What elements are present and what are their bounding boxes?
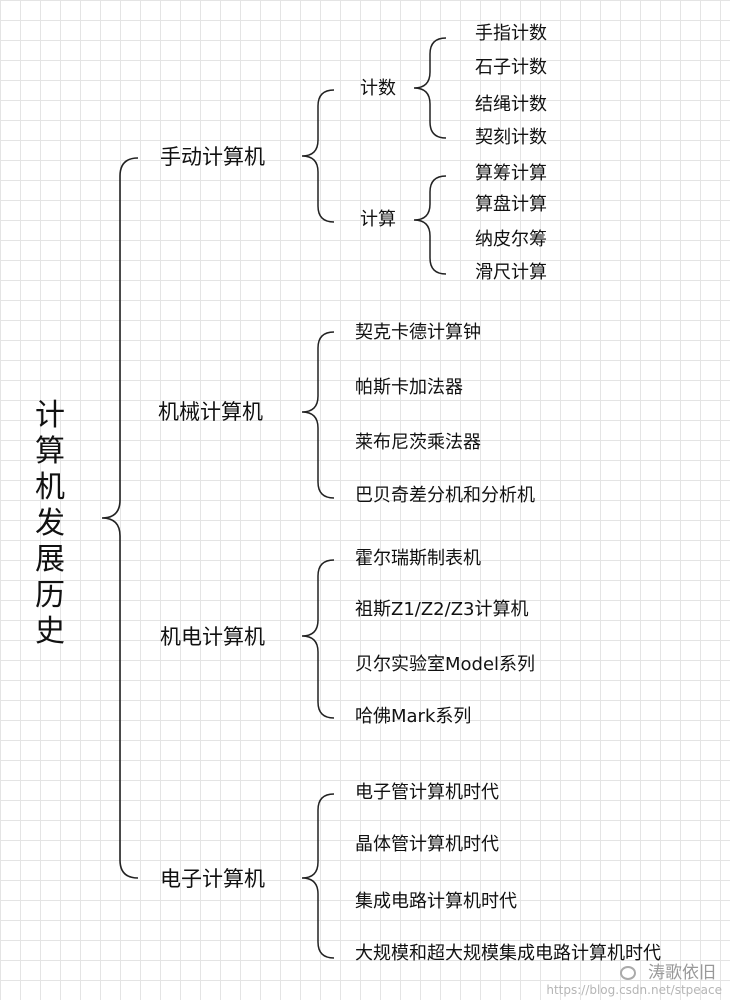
leaf-vlsi-era: 大规模和超大规模集成电路计算机时代 xyxy=(355,943,661,964)
wechat-icon xyxy=(620,966,636,980)
leaf-zuse-computers: 祖斯Z1/Z2/Z3计算机 xyxy=(355,599,529,620)
root-brace xyxy=(101,157,139,879)
leaf-babbage-engines: 巴贝奇差分机和分析机 xyxy=(355,485,535,506)
root-title: 计算机发展历史 xyxy=(35,398,65,649)
brace-calculating xyxy=(413,175,447,275)
leaf-transistor-era: 晶体管计算机时代 xyxy=(355,834,499,855)
leaf-ic-era: 集成电路计算机时代 xyxy=(355,891,517,912)
group-counting-label: 计数 xyxy=(360,78,396,99)
branch-mechanical-label: 机械计算机 xyxy=(158,400,263,424)
group-calculating-label: 计算 xyxy=(360,209,396,230)
branch-electromech-label: 机电计算机 xyxy=(160,625,265,649)
leaf-carving-counting: 契刻计数 xyxy=(475,127,547,148)
leaf-bell-labs-model: 贝尔实验室Model系列 xyxy=(355,654,536,675)
brace-electromech xyxy=(301,559,335,719)
leaf-rod-calculation: 算筹计算 xyxy=(475,163,547,184)
leaf-harvard-mark: 哈佛Mark系列 xyxy=(355,706,472,727)
brace-electronic xyxy=(301,793,335,959)
brace-manual xyxy=(301,89,335,223)
leaf-slide-rule: 滑尺计算 xyxy=(475,262,547,283)
leaf-vacuum-tube-era: 电子管计算机时代 xyxy=(355,782,499,803)
leaf-leibniz-multiplier: 莱布尼茨乘法器 xyxy=(355,432,481,453)
leaf-napiers-bones: 纳皮尔筹 xyxy=(475,229,547,250)
leaf-knot-counting: 结绳计数 xyxy=(475,94,547,115)
leaf-finger-counting: 手指计数 xyxy=(475,23,547,44)
leaf-stone-counting: 石子计数 xyxy=(475,57,547,78)
leaf-schickard-clock: 契克卡德计算钟 xyxy=(355,322,481,343)
leaf-hollerith-tabulator: 霍尔瑞斯制表机 xyxy=(355,548,481,569)
watermark-name: 涛歌依旧 xyxy=(648,963,716,983)
leaf-pascal-adder: 帕斯卡加法器 xyxy=(355,377,463,398)
brace-mechanical xyxy=(301,331,335,499)
brace-counting xyxy=(413,37,447,139)
branch-electronic-label: 电子计算机 xyxy=(160,867,265,891)
branch-manual-label: 手动计算机 xyxy=(160,145,265,169)
leaf-abacus-calculation: 算盘计算 xyxy=(475,194,547,215)
watermark-url: https://blog.csdn.net/stpeace xyxy=(546,983,722,997)
